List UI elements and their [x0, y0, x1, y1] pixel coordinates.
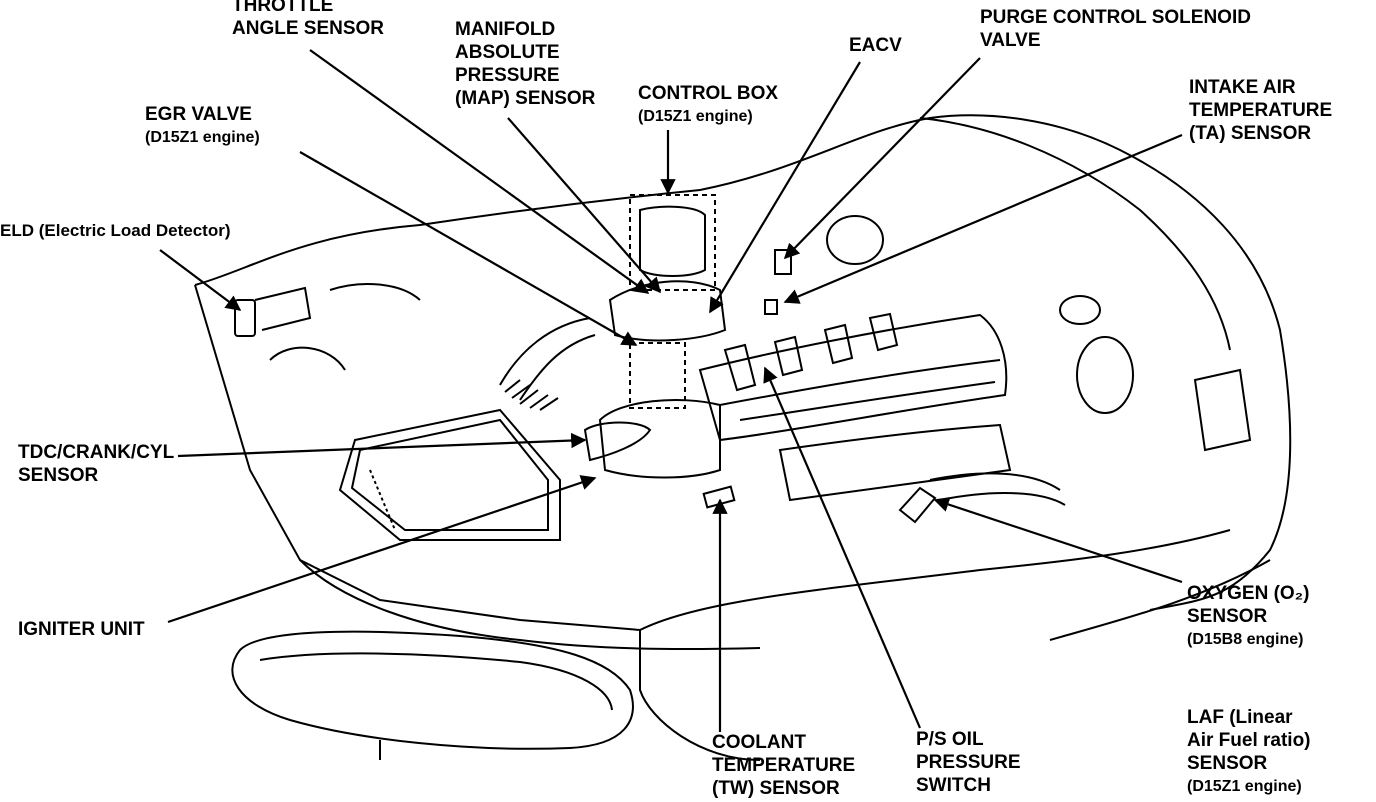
leader-lines — [159, 49, 1183, 732]
label-laf-sensor: LAF (Linear Air Fuel ratio) SENSOR (D15Z… — [1187, 706, 1311, 798]
valve-cover — [698, 313, 1008, 442]
label-line: SENSOR — [1187, 753, 1268, 774]
label-line: VALVE — [980, 30, 1041, 51]
intake-duct — [499, 317, 596, 411]
label-map-sensor: MANIFOLD ABSOLUTE PRESSURE (MAP) SENSOR — [455, 18, 595, 110]
exhaust-manifold — [778, 423, 1066, 506]
label-line: (D15Z1 engine) — [1187, 778, 1302, 795]
leader-igniter — [167, 475, 597, 624]
fuel-injectors — [723, 312, 899, 392]
label-line: ELD (Electric Load Detector) — [0, 221, 231, 240]
label-line: (D15B8 engine) — [1187, 631, 1304, 648]
label-eacv: EACV — [849, 34, 902, 57]
misc-components — [234, 215, 1252, 452]
label-line: TEMPERATURE — [1189, 100, 1333, 121]
label-line: COOLANT — [712, 732, 806, 753]
label-oxygen-sensor: OXYGEN (O₂) SENSOR (D15B8 engine) — [1187, 582, 1309, 651]
leader-throttle — [309, 49, 650, 294]
label-line: TDC/CRANK/CYL — [18, 442, 175, 463]
label-purge-control-solenoid-valve: PURGE CONTROL SOLENOID VALVE — [980, 6, 1251, 52]
leader-ps-oil — [763, 366, 922, 729]
label-line: SENSOR — [18, 465, 99, 486]
leader-eld — [159, 249, 242, 311]
label-line: (TA) SENSOR — [1189, 123, 1312, 144]
label-line: CONTROL BOX — [638, 83, 779, 104]
label-line: IGNITER UNIT — [18, 619, 145, 640]
label-line: OXYGEN (O₂) — [1187, 583, 1310, 604]
leader-purge — [783, 57, 981, 260]
label-line: THROTTLE — [232, 0, 334, 16]
control-box-body — [639, 205, 706, 277]
label-tdc-crank-cyl-sensor: TDC/CRANK/CYL SENSOR — [18, 441, 174, 487]
label-line: MANIFOLD — [455, 19, 556, 40]
label-line: PURGE CONTROL SOLENOID — [980, 7, 1251, 28]
sensor-bodies — [702, 249, 937, 524]
label-intake-air-temperature-sensor: INTAKE AIR TEMPERATURE (TA) SENSOR — [1189, 76, 1332, 145]
dashed-component-boxes — [629, 194, 716, 409]
label-line: EGR VALVE — [145, 104, 252, 125]
label-line: SWITCH — [916, 775, 991, 796]
label-line: TEMPERATURE — [712, 755, 856, 776]
air-cleaner-box — [338, 408, 561, 541]
label-line: INTAKE AIR — [1189, 77, 1296, 98]
label-line: SENSOR — [1187, 606, 1268, 627]
label-line: ABSOLUTE — [455, 42, 560, 63]
intake-manifold — [583, 280, 727, 479]
label-coolant-temperature-sensor: COOLANT TEMPERATURE (TW) SENSOR — [712, 731, 855, 800]
label-line: PRESSURE — [916, 752, 1021, 773]
label-line: (D15Z1 engine) — [145, 129, 260, 146]
car-body-outline — [194, 114, 1292, 761]
label-line: (MAP) SENSOR — [455, 88, 596, 109]
label-line: EACV — [849, 35, 902, 56]
label-line: PRESSURE — [455, 65, 560, 86]
leader-map — [507, 117, 662, 294]
leader-tdc — [177, 432, 587, 458]
headlight — [231, 630, 634, 760]
leader-egr — [299, 151, 638, 346]
label-control-box: CONTROL BOX (D15Z1 engine) — [638, 82, 778, 128]
leader-eacv — [709, 61, 861, 314]
label-line: (TW) SENSOR — [712, 778, 840, 799]
label-ps-oil-pressure-switch: P/S OIL PRESSURE SWITCH — [916, 728, 1021, 797]
leader-intake-air — [783, 133, 1183, 304]
label-throttle-angle-sensor: THROTTLE ANGLE SENSOR — [232, 0, 384, 40]
label-egr-valve: EGR VALVE (D15Z1 engine) — [145, 103, 260, 149]
label-line: (D15Z1 engine) — [638, 108, 753, 125]
label-line: ANGLE SENSOR — [232, 18, 385, 39]
leader-oxygen — [933, 497, 1183, 584]
label-line: LAF (Linear — [1187, 707, 1293, 728]
label-eld: ELD (Electric Load Detector) — [0, 219, 231, 242]
label-igniter-unit: IGNITER UNIT — [18, 618, 145, 641]
label-line: Air Fuel ratio) — [1187, 730, 1311, 751]
label-line: P/S OIL — [916, 729, 984, 750]
